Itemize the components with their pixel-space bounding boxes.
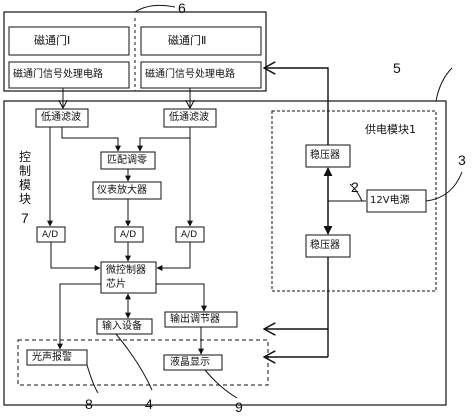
callout-6: 6 xyxy=(178,0,186,16)
callout-3: 3 xyxy=(458,152,466,168)
power-module-frame xyxy=(271,110,437,292)
leader-3 xyxy=(425,171,463,202)
lowpass-1-label: 低通滤波 xyxy=(41,112,81,123)
fluxgate-2-label: 磁通门Ⅱ xyxy=(168,34,207,47)
power-bottom-feed xyxy=(264,257,329,329)
adc-2-label: A/D xyxy=(120,230,137,240)
matching-zero-label: 匹配调零 xyxy=(107,155,147,166)
flow-adc3-mcu xyxy=(156,242,191,271)
leader-5 xyxy=(435,67,453,102)
alarm-label: 光声报警 xyxy=(32,352,72,363)
output-adjuster-label: 输出调节器 xyxy=(170,314,220,325)
power-top-feed xyxy=(264,68,329,145)
leader-4 xyxy=(115,333,153,391)
input-device-box xyxy=(96,318,153,335)
flow-adc1-mcu xyxy=(50,242,101,271)
flow-lowpass1-match xyxy=(61,127,121,152)
fluxgate-1-label: 磁通门Ⅰ xyxy=(34,34,71,47)
io-module-frame xyxy=(17,339,269,386)
power-12v-label: 12V电源 xyxy=(370,195,410,206)
fluxgate-2-box xyxy=(140,26,262,56)
instrument-amp-label: 仪表放大器 xyxy=(97,185,147,196)
system-frame-5 xyxy=(3,100,447,406)
lowpass-2-label: 低通滤波 xyxy=(169,112,209,123)
alarm-box xyxy=(26,349,88,366)
flow-mcu-alarm xyxy=(57,283,101,350)
adc-1-label: A/D xyxy=(42,230,59,240)
flow-lowpass2-match xyxy=(137,127,191,152)
leader-9 xyxy=(204,369,238,399)
power-module-label: 供电模块1 xyxy=(365,123,416,136)
callout-5: 5 xyxy=(393,60,401,76)
regulator-bottom-label: 稳压器 xyxy=(310,240,340,251)
signal-circuit-2-label: 磁通门信号处理电路 xyxy=(145,69,235,80)
signal-circuit-1-label: 磁通门信号处理电路 xyxy=(13,69,103,80)
lcd-label: 液晶显示 xyxy=(170,357,210,368)
control-module-number: 7 xyxy=(21,210,29,226)
instrument-amp-box xyxy=(92,181,162,200)
callout-8: 8 xyxy=(85,396,93,412)
adc-2-box xyxy=(114,226,144,243)
input-device-label: 输入设备 xyxy=(102,321,142,332)
regulator-top-label: 稳压器 xyxy=(310,150,340,161)
callout-2: 2 xyxy=(351,179,359,195)
fluxgate-1-box xyxy=(8,26,130,56)
mcu-label-line2: 芯片 xyxy=(106,279,126,290)
leader-8 xyxy=(86,364,99,394)
mcu-box xyxy=(100,261,157,294)
flow-mcu-adjuster xyxy=(156,283,207,312)
signal-circuit-2-box xyxy=(140,61,262,89)
control-module-label: 控制模块 xyxy=(18,150,31,206)
leader-6 xyxy=(134,4,176,13)
lcd-box xyxy=(163,354,223,371)
mcu-label-line1: 微控制器 xyxy=(106,265,146,276)
callout-4: 4 xyxy=(145,396,153,412)
adc-3-label: A/D xyxy=(181,230,198,240)
callout-9: 9 xyxy=(235,399,243,415)
leader-2 xyxy=(349,183,363,202)
signal-circuit-1-box xyxy=(8,61,130,89)
